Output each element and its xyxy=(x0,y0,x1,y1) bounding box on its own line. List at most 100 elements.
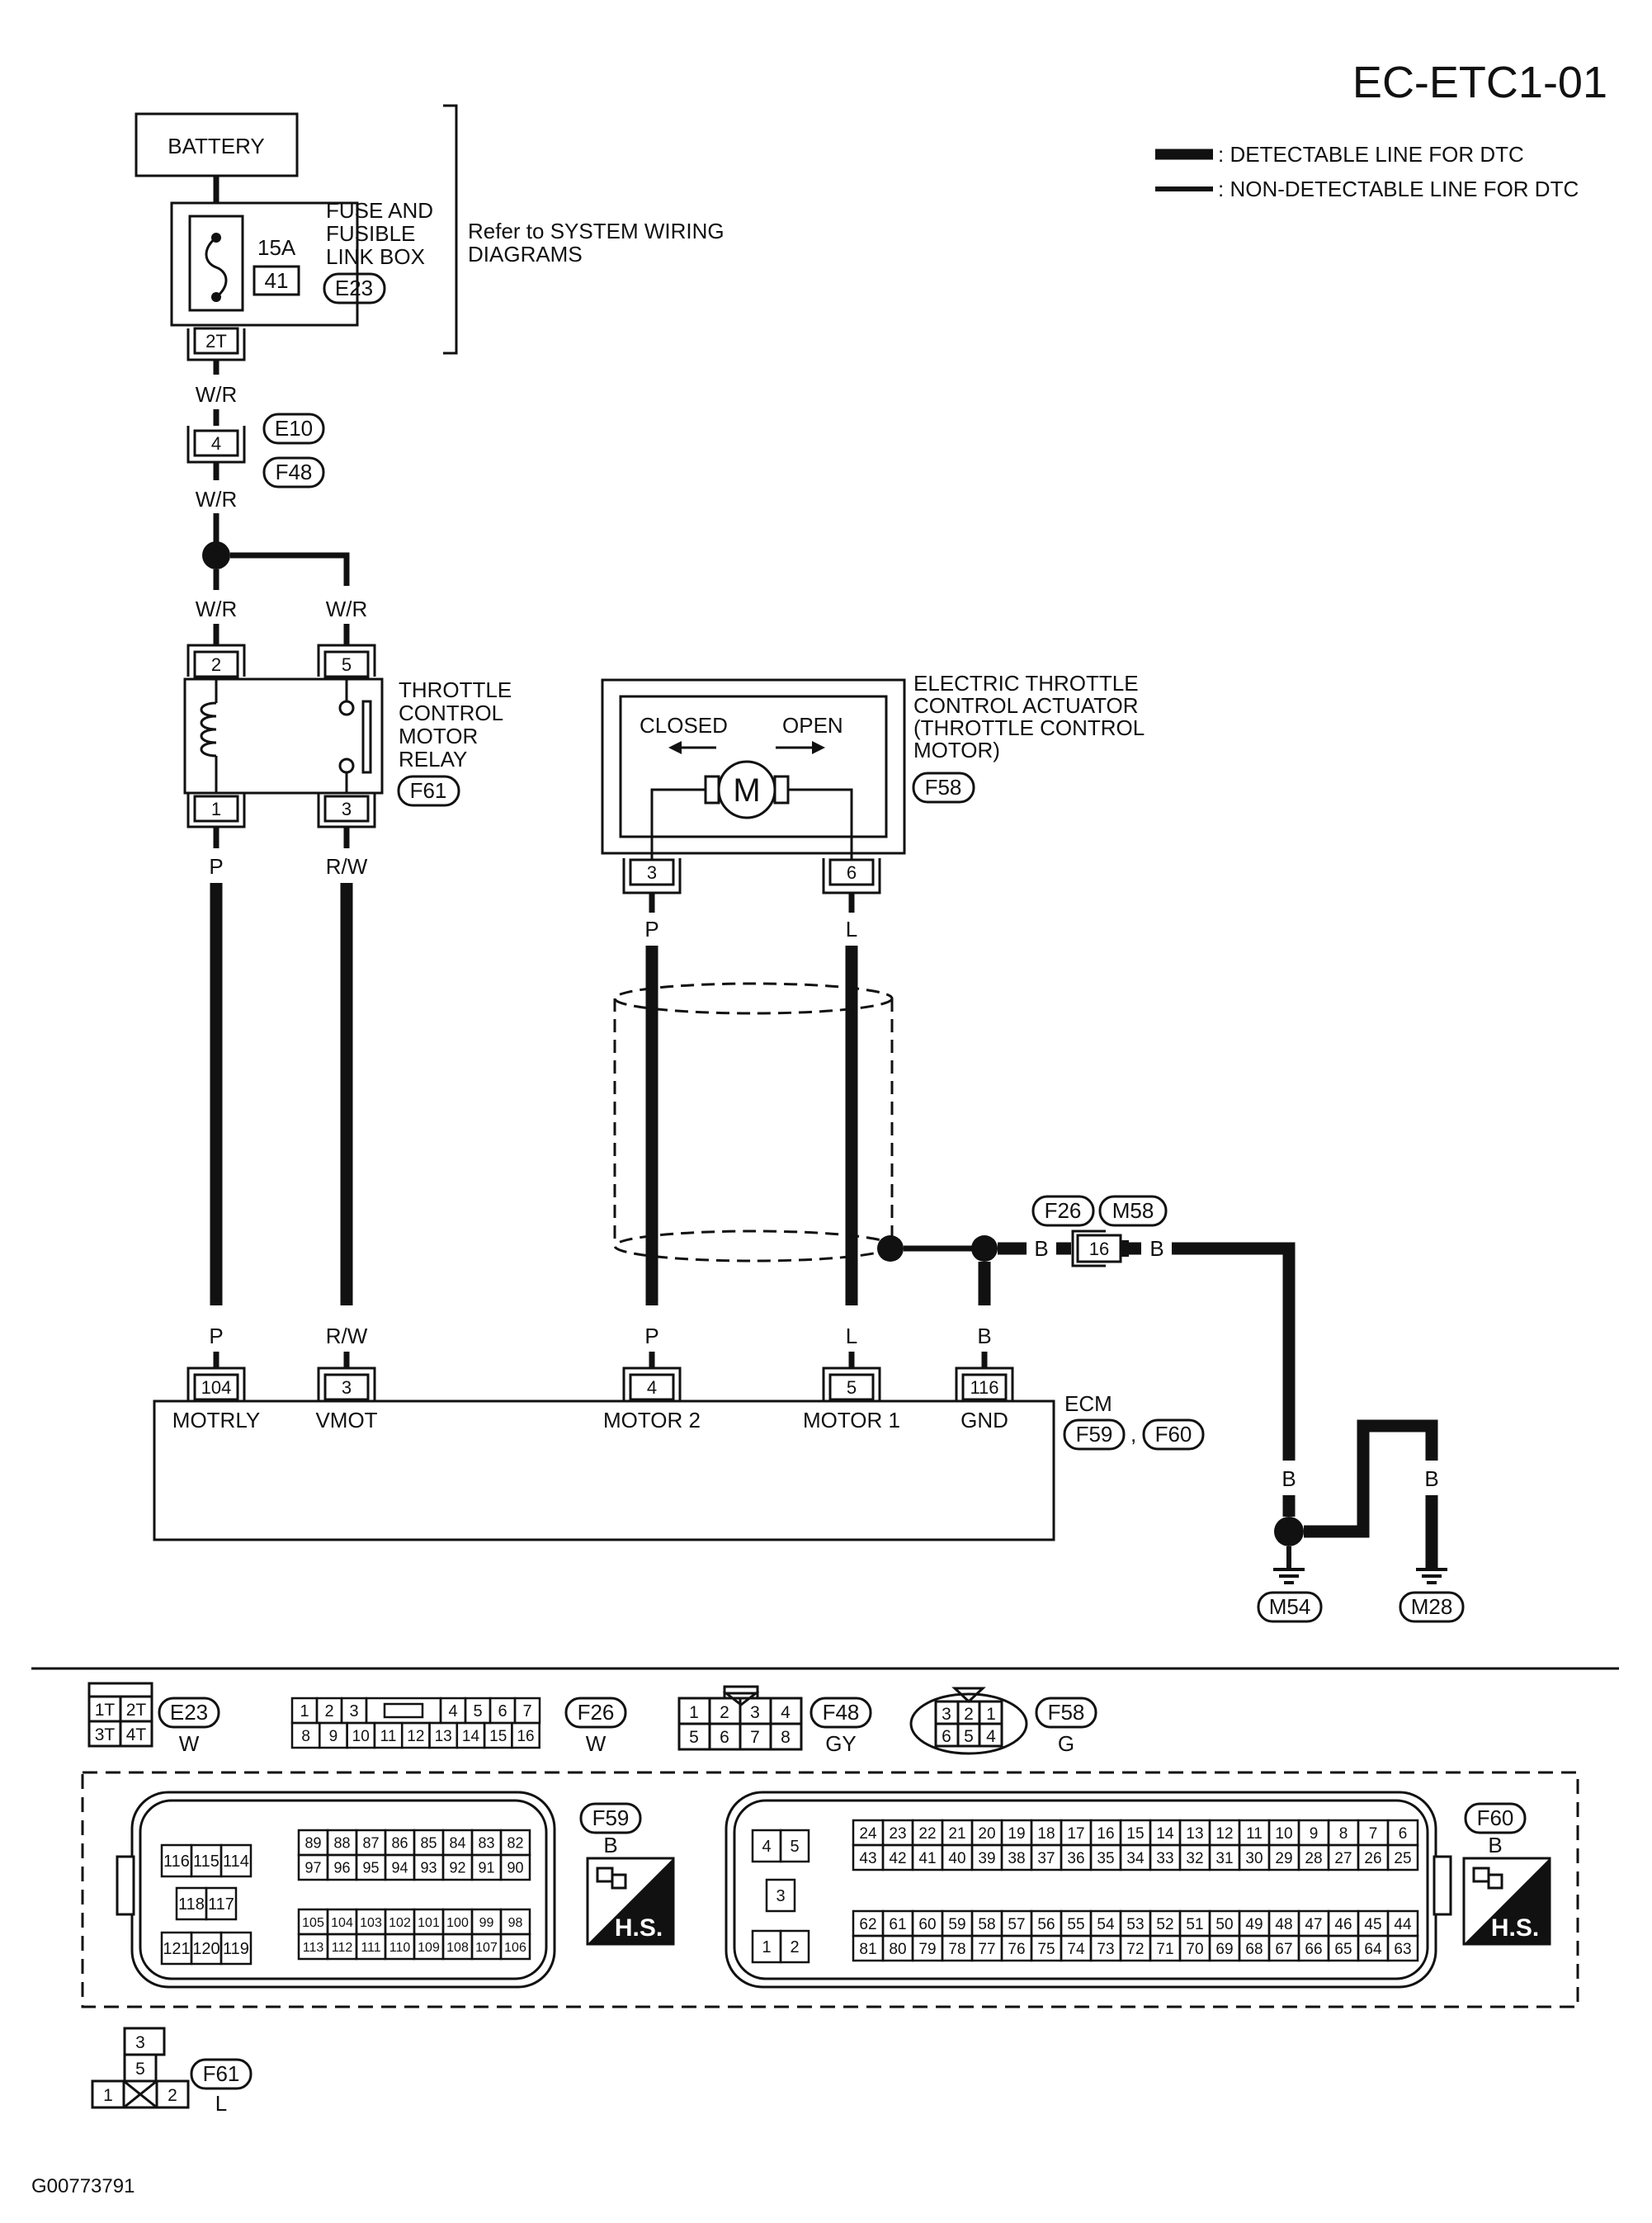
relay-terminals-top xyxy=(186,644,376,678)
f60-cell: 32 xyxy=(1186,1850,1203,1867)
wire-label-b-3: B xyxy=(1281,1466,1296,1491)
actuator-pin-3: 3 xyxy=(647,862,657,883)
f59-cell: 95 xyxy=(362,1859,379,1876)
f48-cell: 1 xyxy=(689,1703,699,1722)
f60-cell: 18 xyxy=(1037,1825,1055,1843)
connector-view-f59 xyxy=(116,1791,556,1989)
f60-cell: 56 xyxy=(1037,1916,1055,1933)
f60-cell-box xyxy=(765,1878,796,1913)
f60-cell: 63 xyxy=(1394,1941,1411,1958)
f60-cell: 66 xyxy=(1305,1941,1322,1958)
f59-cell: 109 xyxy=(418,1941,440,1955)
wire-label-wr-1: W/R xyxy=(196,382,238,407)
f60-cell: 40 xyxy=(948,1850,965,1867)
f60-cell: 28 xyxy=(1305,1850,1322,1867)
f60-cell: 60 xyxy=(918,1916,936,1933)
f60-cell: 10 xyxy=(1275,1825,1292,1843)
wire-label-p-4: P xyxy=(644,1324,658,1348)
wire-label-l-2: L xyxy=(846,1324,857,1348)
f26-cell: 9 xyxy=(329,1728,338,1745)
f61-view-color: L xyxy=(215,2091,227,2116)
f60-cell-box xyxy=(1386,1934,1419,1962)
f59-cell: 113 xyxy=(303,1941,324,1955)
f59-cell: 99 xyxy=(479,1916,494,1930)
relay-label-2: CONTROL xyxy=(399,701,503,725)
f59-cell-box xyxy=(205,1886,238,1921)
f60-cell: 35 xyxy=(1097,1850,1114,1867)
connector-view-f61 xyxy=(91,2027,190,2109)
f59-cell: 84 xyxy=(449,1834,465,1851)
f60-cell: 65 xyxy=(1334,1941,1352,1958)
ecm-connector-f59: F59 xyxy=(1076,1422,1113,1447)
f60-cell: 80 xyxy=(889,1941,906,1958)
f60-cell: 42 xyxy=(889,1850,906,1867)
actuator-inner-box xyxy=(619,695,888,838)
f26-cell: 2 xyxy=(324,1702,333,1720)
f48-cell: 4 xyxy=(781,1703,791,1722)
f59-cell: 92 xyxy=(449,1859,465,1876)
hs-icon xyxy=(586,1857,675,1946)
f60-cell: 21 xyxy=(948,1825,965,1843)
f60-cell: 4 xyxy=(762,1838,771,1856)
f60-cell: 54 xyxy=(1097,1916,1115,1933)
f48-cell: 5 xyxy=(689,1728,699,1747)
e23-cell-2t: 2T xyxy=(126,1701,147,1720)
battery-label: BATTERY xyxy=(168,134,265,158)
f60-cell: 77 xyxy=(978,1941,995,1958)
f60-cell: 11 xyxy=(1246,1825,1263,1843)
connector-badge-f59 xyxy=(1063,1418,1126,1451)
fuse-box-label-1: FUSE AND xyxy=(326,198,433,223)
f60-cell: 79 xyxy=(918,1941,936,1958)
legend-detectable-text: : DETECTABLE LINE FOR DTC xyxy=(1218,142,1524,167)
ecm-name-motor1: MOTOR 1 xyxy=(803,1408,900,1432)
f60-cell: 6 xyxy=(1399,1825,1408,1843)
figure-code: G00773791 xyxy=(31,2175,135,2197)
connector-badge-e23 xyxy=(323,272,386,304)
f60-cell: 81 xyxy=(859,1941,876,1958)
hs-icon xyxy=(1462,1857,1551,1946)
fuse-box-label-3: LINK BOX xyxy=(326,244,425,269)
wire-label-l-1: L xyxy=(846,917,857,942)
actuator-connector: F58 xyxy=(925,775,962,800)
f60-cell: 1 xyxy=(762,1938,771,1956)
actuator-terminals xyxy=(622,858,881,894)
f48-cell: 2 xyxy=(720,1703,729,1722)
f60-view-id: F60 xyxy=(1477,1805,1514,1830)
f60-cell: 74 xyxy=(1067,1941,1085,1958)
fuse-block xyxy=(170,201,359,327)
f61-cell-3: 3 xyxy=(135,2033,145,2052)
f60-cell: 36 xyxy=(1067,1850,1084,1867)
ecm-pin-5: 5 xyxy=(847,1377,857,1398)
arrow-open-icon xyxy=(776,741,825,754)
f60-cell: 19 xyxy=(1008,1825,1025,1843)
f59-cell: 90 xyxy=(507,1859,523,1876)
f59-cell: 115 xyxy=(193,1852,219,1871)
joint-e10-pin: 4 xyxy=(211,433,221,454)
wire-label-b-6: B xyxy=(1424,1466,1438,1491)
ecm-pin-116: 116 xyxy=(970,1377,998,1398)
f59-cell: 106 xyxy=(504,1941,526,1955)
f61-cell-2: 2 xyxy=(168,2086,177,2105)
relay-pin-2: 2 xyxy=(211,654,221,675)
relay-label-1: THROTTLE xyxy=(399,677,512,702)
ground-icon xyxy=(1416,1568,1447,1584)
f59-cell-box xyxy=(219,1843,253,1878)
f60-cell: 16 xyxy=(1097,1825,1114,1843)
ecm-name-vmot: VMOT xyxy=(315,1408,377,1432)
f59-cell: 100 xyxy=(446,1916,469,1930)
ecm-pin-104: 104 xyxy=(201,1377,232,1398)
f60-cell: 45 xyxy=(1364,1916,1381,1933)
wire-label-p-2: P xyxy=(209,1324,223,1348)
connector-badge-f59-view xyxy=(579,1802,642,1834)
f60-cell: 59 xyxy=(948,1916,965,1933)
fuse-icon xyxy=(205,236,228,299)
connector-view-f60 xyxy=(725,1791,1452,1989)
splice-point-ground xyxy=(971,1235,998,1262)
f59-cell: 87 xyxy=(362,1834,379,1851)
f60-cell: 51 xyxy=(1186,1916,1203,1933)
motor-label: M xyxy=(733,772,760,809)
ecm-connector-frame xyxy=(81,1771,1579,2008)
wire-label-p-3: P xyxy=(644,917,658,942)
f59-cell: 85 xyxy=(420,1834,437,1851)
